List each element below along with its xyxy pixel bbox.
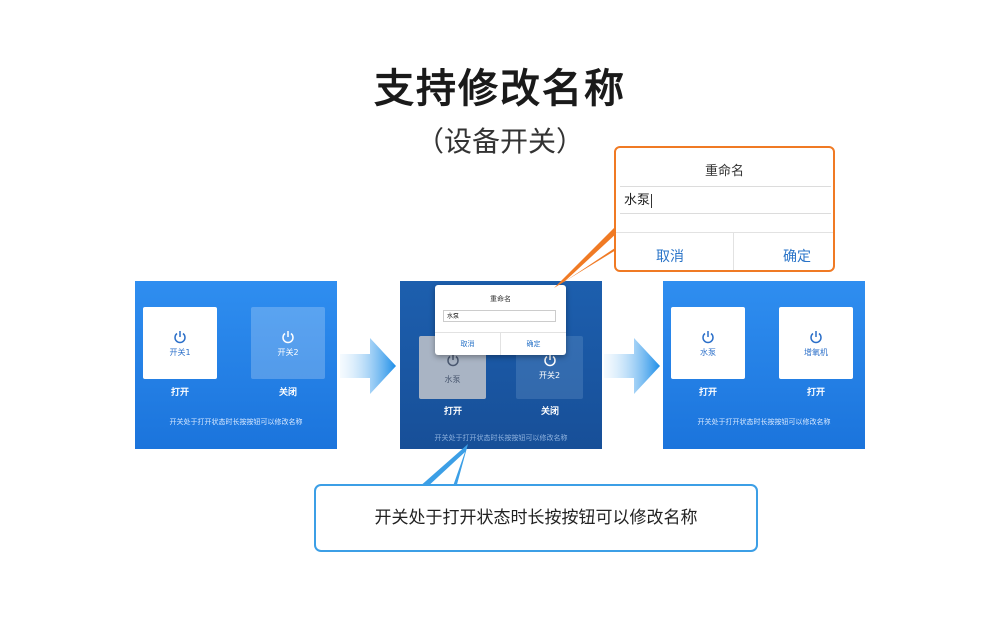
rename-input[interactable]: 水泵 xyxy=(620,186,831,214)
switch-name: 开关2 xyxy=(538,371,561,380)
power-icon xyxy=(282,331,294,344)
device-panel-after: 水泵 增氧机 打开 打开 开关处于打开状态时长按按钮可以修改名称 xyxy=(663,281,865,449)
page-subtitle: （设备开关） xyxy=(415,125,584,158)
switch-state: 打开 xyxy=(170,388,189,398)
divider xyxy=(616,232,833,233)
switch-name: 水泵 xyxy=(700,348,716,357)
device-panel-renaming: 水泵 开关2 打开 关闭 开关处于打开状态时长按按钮可以修改名称 重命名 水泵 … xyxy=(400,281,602,449)
page-title: 支持修改名称 xyxy=(374,66,626,112)
rename-dialog-small: 重命名 水泵 取消 确定 xyxy=(435,285,566,355)
switch-name: 开关2 xyxy=(277,348,299,357)
switch-name: 水泵 xyxy=(444,375,461,384)
panel-hint: 开关处于打开状态时长按按钮可以修改名称 xyxy=(697,418,831,426)
confirm-button[interactable]: 确定 xyxy=(526,340,541,348)
switch-state: 打开 xyxy=(443,407,462,417)
confirm-button[interactable]: 确定 xyxy=(783,249,811,265)
device-panel-before: 开关1 开关2 打开 关闭 开关处于打开状态时长按按钮可以修改名称 xyxy=(135,281,337,449)
rename-input[interactable]: 水泵 xyxy=(443,310,556,322)
divider xyxy=(500,332,501,355)
arrow-right-icon xyxy=(604,338,660,394)
arrow-right-icon xyxy=(340,338,396,394)
cancel-button[interactable]: 取消 xyxy=(460,340,475,348)
input-value: 水泵 xyxy=(624,193,651,208)
panel-hint: 开关处于打开状态时长按按钮可以修改名称 xyxy=(169,418,303,426)
dialog-title: 重命名 xyxy=(704,164,744,179)
power-icon xyxy=(447,354,459,367)
switch-state: 关闭 xyxy=(278,388,297,398)
rename-dialog-zoom: 重命名 水泵 取消 确定 xyxy=(614,146,835,272)
switch-state: 打开 xyxy=(698,388,717,398)
switch-tile-2[interactable]: 开关2 xyxy=(251,307,325,379)
switch-state: 打开 xyxy=(806,388,825,398)
switch-tile-1[interactable]: 水泵 xyxy=(671,307,745,379)
dialog-title: 重命名 xyxy=(490,295,511,303)
switch-tile-1[interactable]: 开关1 xyxy=(143,307,217,379)
power-icon xyxy=(544,354,556,367)
power-icon xyxy=(174,331,186,344)
switch-tile-2[interactable]: 增氧机 xyxy=(779,307,853,379)
switch-state: 关闭 xyxy=(540,407,559,417)
instruction-callout: 开关处于打开状态时长按按钮可以修改名称 xyxy=(314,484,758,552)
text-caret xyxy=(651,193,653,208)
power-icon xyxy=(810,331,822,344)
switch-name: 开关1 xyxy=(169,348,191,357)
divider xyxy=(733,232,734,270)
power-icon xyxy=(702,331,714,344)
cancel-button[interactable]: 取消 xyxy=(656,249,684,265)
panel-hint: 开关处于打开状态时长按按钮可以修改名称 xyxy=(434,434,568,442)
switch-name: 增氧机 xyxy=(804,348,828,357)
